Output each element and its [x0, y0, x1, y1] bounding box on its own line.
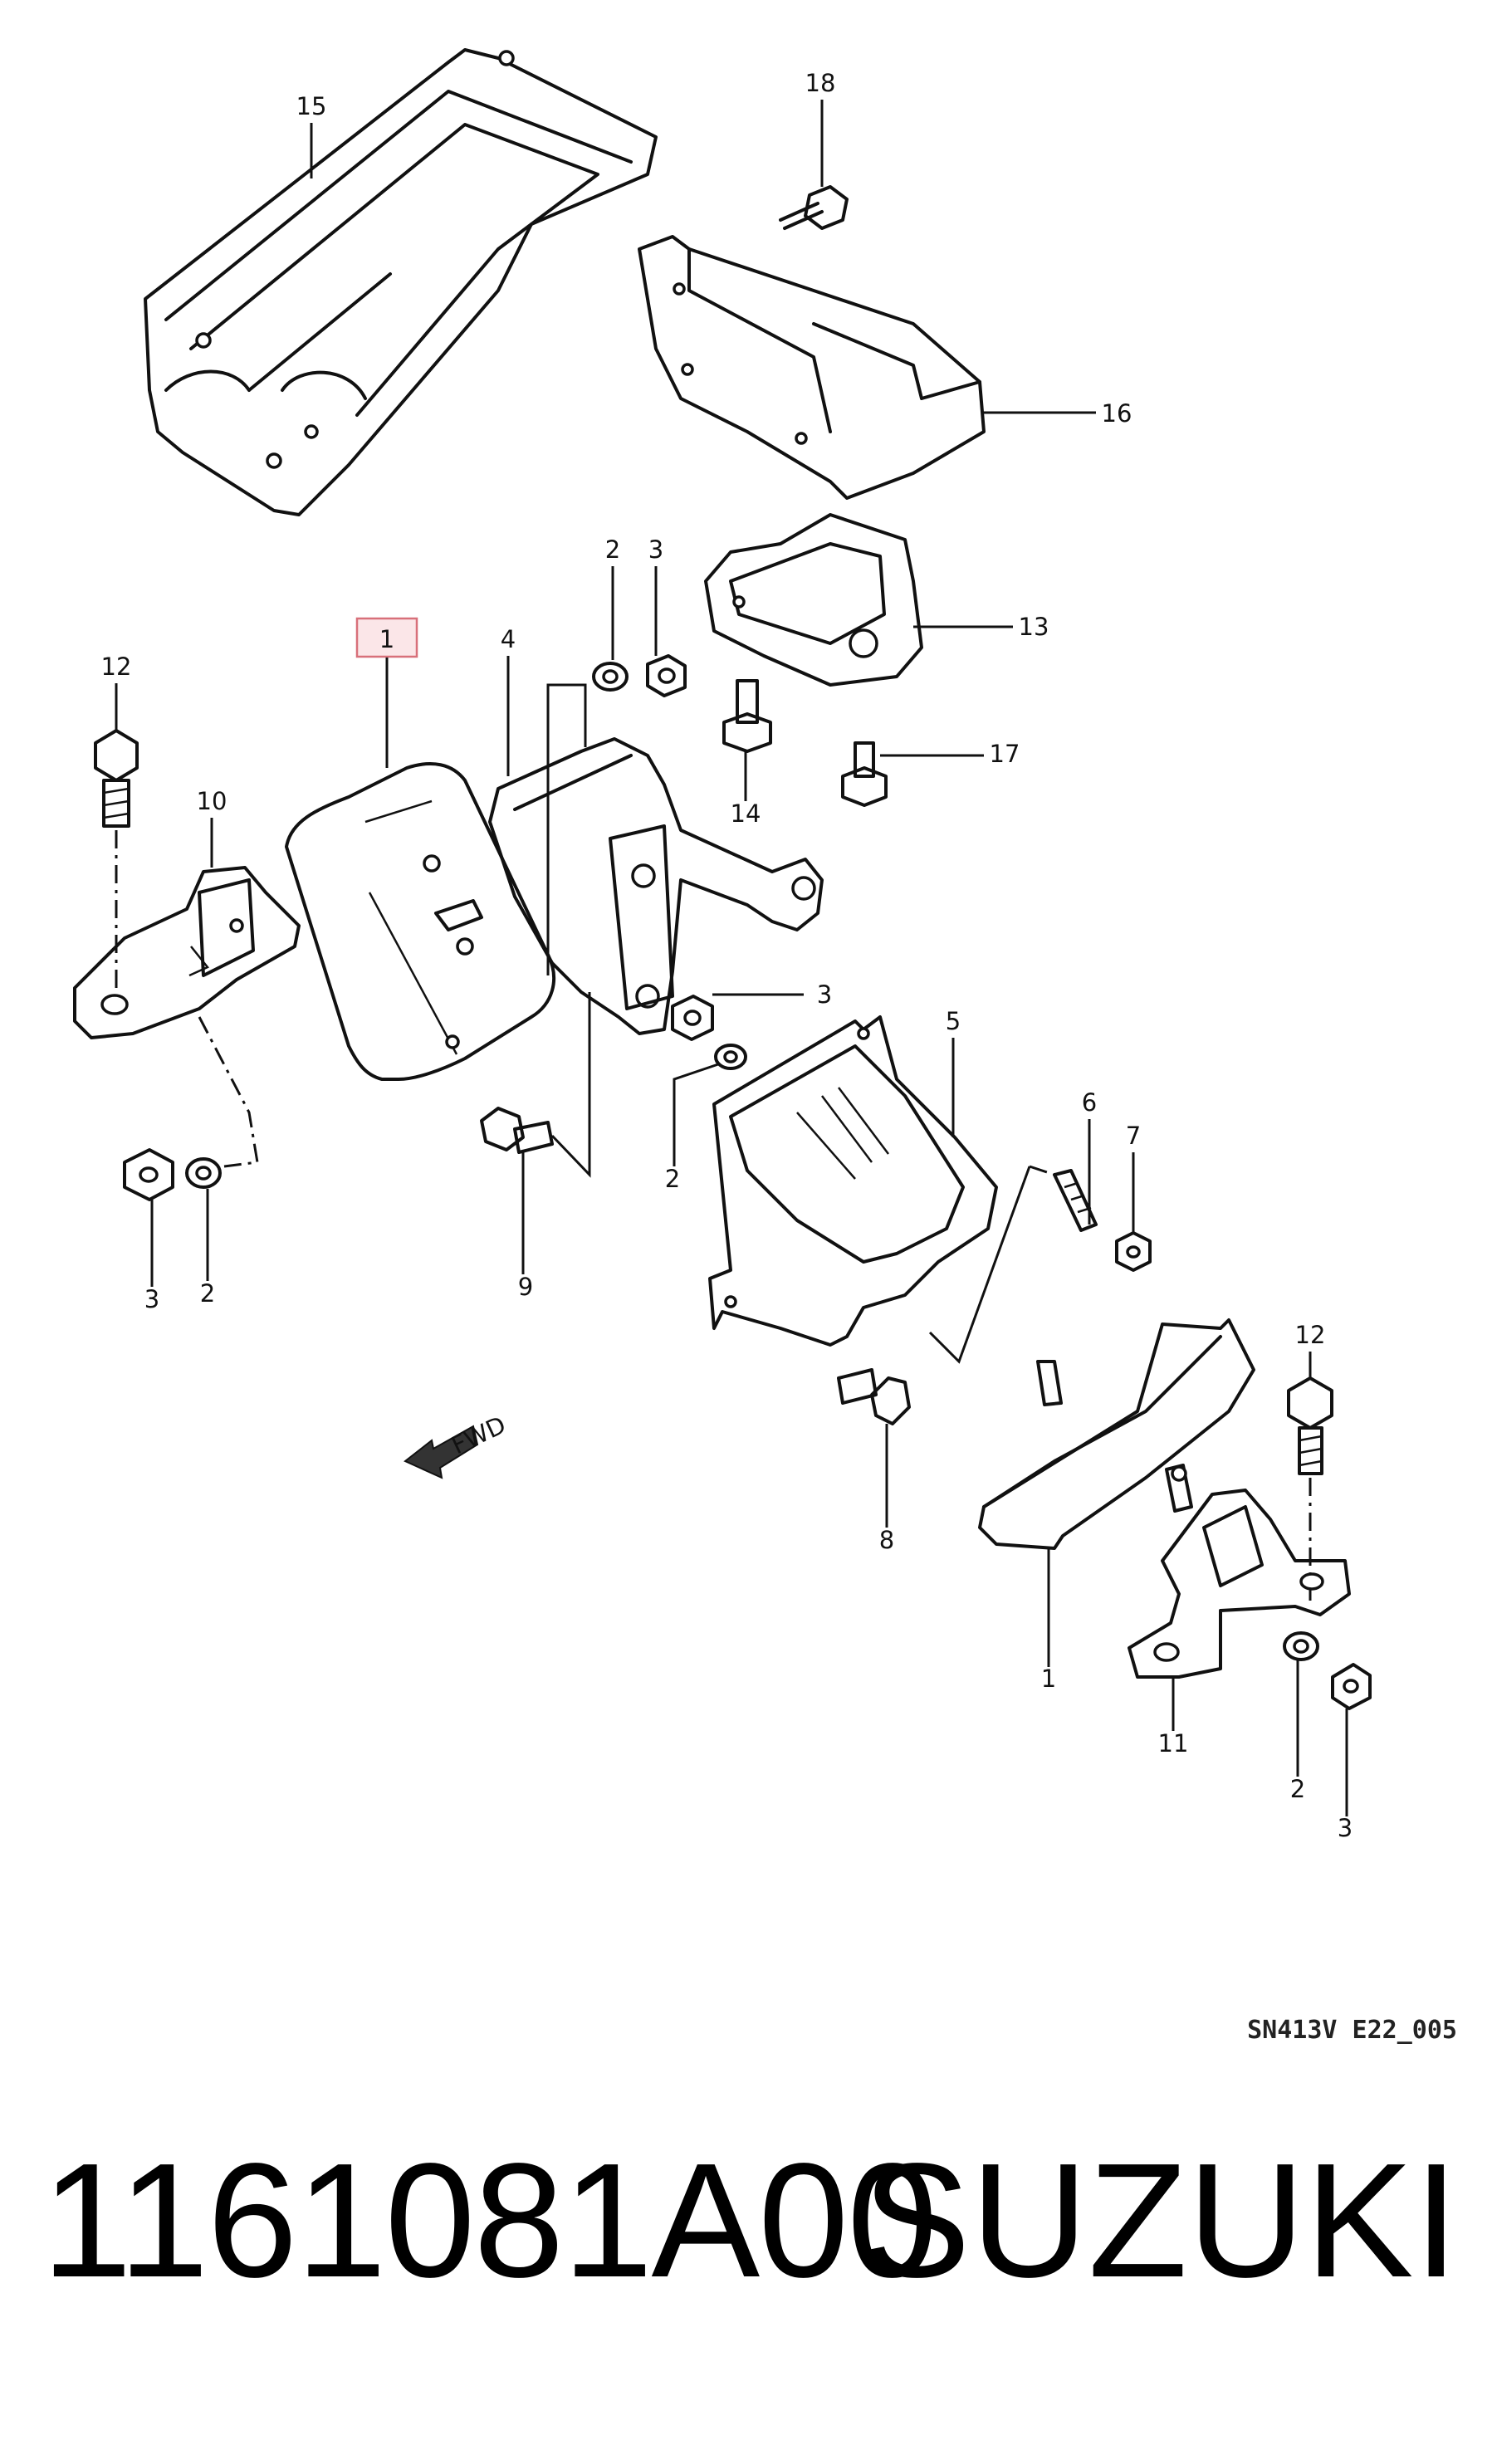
- label-2-bottom-left: 2: [200, 1279, 215, 1308]
- label-5: 5: [946, 1007, 961, 1035]
- part-13-mount: [704, 513, 923, 687]
- part-15-crossmember: [144, 48, 658, 516]
- part-10-bracket: [73, 866, 301, 1039]
- part-18-bolt: [779, 185, 849, 230]
- part-14-bolt: [722, 679, 772, 753]
- part-number: 1161081A00: [42, 2129, 937, 2311]
- fwd-text: FWD: [448, 1410, 511, 1459]
- label-7: 7: [1126, 1122, 1141, 1150]
- part-9-bolt: [480, 1107, 554, 1154]
- part-17-bolt: [841, 741, 888, 807]
- part-12-bolt-right: [1287, 1376, 1333, 1475]
- label-3-top: 3: [648, 535, 663, 564]
- label-16: 16: [1102, 399, 1132, 428]
- part-3-nut-mid: [671, 995, 714, 1041]
- label-6: 6: [1082, 1088, 1097, 1117]
- part-11-bracket: [1128, 1489, 1351, 1679]
- label-1-lower: 1: [1041, 1665, 1056, 1693]
- part-1-mount-main: [285, 762, 556, 1081]
- part-3-nut-top: [646, 654, 687, 697]
- parts-diagram: 15 18 16 13 2 3 14: [73, 48, 1457, 2045]
- label-2-bottom-right: 2: [1290, 1775, 1305, 1803]
- label-10: 10: [197, 787, 227, 815]
- part-2-washer-bottom-right: [1283, 1631, 1319, 1661]
- label-12-left: 12: [101, 653, 132, 681]
- label-4: 4: [501, 625, 516, 653]
- part-1-mount-lower: [978, 1318, 1255, 1550]
- brand-name: SUZUKI: [862, 2129, 1459, 2311]
- fwd-arrow-icon: FWD: [404, 1410, 511, 1479]
- label-3-mid: 3: [817, 980, 832, 1009]
- part-2-washer-mid: [714, 1044, 747, 1070]
- part-2-washer-bottom-left: [185, 1157, 222, 1189]
- part-2-washer-top: [592, 662, 629, 692]
- part-5-bracket: [708, 1015, 998, 1347]
- label-14: 14: [731, 799, 761, 828]
- label-1-box: [355, 617, 418, 658]
- label-13: 13: [1019, 613, 1049, 641]
- part-16-bracket: [638, 235, 986, 500]
- label-3-bottom-right: 3: [1338, 1814, 1353, 1842]
- label-15: 15: [296, 92, 327, 120]
- label-2-mid: 2: [665, 1165, 680, 1193]
- part-7-nut: [1115, 1231, 1152, 1272]
- part-3-nut-bottom-left: [123, 1148, 174, 1201]
- label-3-bottom-left: 3: [144, 1285, 159, 1313]
- part-4-bracket: [488, 737, 824, 1035]
- label-1-boxed: 1: [379, 625, 394, 653]
- part-12-bolt-left: [94, 729, 139, 828]
- label-8: 8: [879, 1526, 894, 1554]
- label-9: 9: [518, 1273, 533, 1301]
- label-11: 11: [1158, 1729, 1189, 1758]
- label-17: 17: [990, 740, 1020, 768]
- label-12-right: 12: [1295, 1321, 1326, 1349]
- part-3-nut-bottom-right: [1331, 1663, 1372, 1710]
- label-2-top: 2: [605, 535, 620, 564]
- label-18: 18: [805, 69, 836, 97]
- diagram-reference: SN413V E22_005: [1247, 2016, 1457, 2045]
- part-8-bolt: [837, 1368, 911, 1425]
